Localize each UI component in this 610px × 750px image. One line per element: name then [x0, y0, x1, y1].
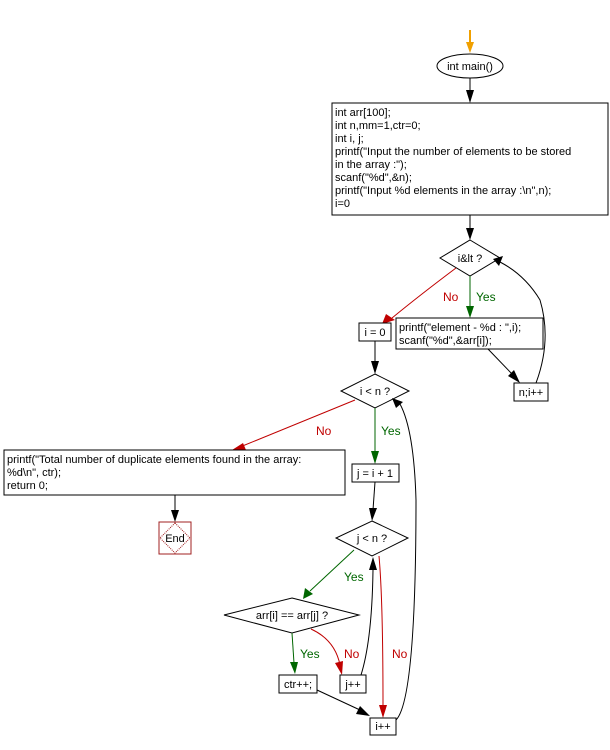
decision-outer-loop[interactable]: i < n ? — [339, 373, 411, 409]
decision-outer-label: i < n ? — [360, 386, 390, 398]
decision-equal-check[interactable]: arr[i] == arr[j] ? — [223, 597, 361, 634]
yes-label: Yes — [300, 647, 320, 661]
decision-input-label: i&lt ? — [458, 253, 482, 265]
edge-outer-no: No — [232, 399, 356, 450]
read-element-box[interactable]: printf("element - %d : ",i); scanf("%d",… — [395, 317, 544, 350]
init-code: int arr[100]; int n,mm=1,ctr=0; int i, j… — [335, 107, 574, 210]
decision-inner-loop[interactable]: j < n ? — [334, 520, 410, 557]
end-label: End — [165, 533, 185, 545]
increment-input-box[interactable]: n;i++ — [513, 382, 549, 402]
reset-i-box[interactable]: i = 0 — [358, 322, 392, 342]
increment-ctr-label: ctr++; — [284, 679, 312, 691]
print-total-code: printf("Total number of duplicate elemen… — [7, 454, 304, 492]
init-process-box[interactable]: int arr[100]; int n,mm=1,ctr=0; int i, j… — [331, 102, 609, 216]
edge-inner-yes: Yes — [303, 549, 364, 599]
increment-i-label: i++ — [375, 721, 390, 733]
end-node[interactable]: End — [158, 521, 192, 555]
edge-outer-yes: Yes — [371, 408, 401, 464]
read-element-code: printf("element - %d : ",i); scanf("%d",… — [399, 322, 524, 347]
edge-inner-no: No — [378, 555, 408, 718]
entry-arrow — [466, 30, 474, 53]
increment-j-label: j++ — [344, 679, 360, 691]
set-j-label: j = i + 1 — [356, 468, 393, 480]
no-label: No — [443, 290, 459, 304]
decision-equal-label: arr[i] == arr[j] ? — [256, 610, 328, 622]
increment-i-box[interactable]: i++ — [369, 717, 397, 736]
increment-j-box[interactable]: j++ — [339, 674, 367, 694]
edge-read-inc — [487, 348, 520, 383]
edge-ctr-inc-i — [316, 689, 370, 716]
yes-label: Yes — [344, 570, 364, 584]
yes-label: Yes — [476, 290, 496, 304]
start-node[interactable]: int main() — [436, 53, 504, 79]
edge-inc-i-loop — [392, 398, 417, 721]
start-label: int main() — [447, 61, 493, 73]
edge-equal-no: No — [310, 628, 360, 675]
edge-init-cond-input — [466, 215, 474, 240]
edge-set-j-cond-j — [369, 481, 377, 521]
no-label: No — [344, 647, 360, 661]
decision-input-loop[interactable]: i&lt ? — [439, 239, 501, 277]
edge-start-init — [466, 78, 474, 103]
print-total-box[interactable]: printf("Total number of duplicate elemen… — [3, 449, 346, 496]
decision-inner-label: j < n ? — [356, 533, 387, 545]
edge-equal-yes: Yes — [290, 632, 320, 674]
increment-ctr-box[interactable]: ctr++; — [278, 674, 318, 694]
no-label: No — [392, 647, 408, 661]
edge-inc-loop-back — [493, 256, 546, 384]
edge-inc-j-loop — [360, 557, 377, 676]
edge-reset-cond-i — [371, 341, 379, 374]
edge-print-end — [171, 495, 179, 522]
increment-input-label: n;i++ — [519, 387, 543, 399]
no-label: No — [316, 424, 332, 438]
yes-label: Yes — [381, 424, 401, 438]
reset-i-label: i = 0 — [364, 327, 385, 339]
set-j-box[interactable]: j = i + 1 — [351, 463, 400, 483]
edge-input-no: No — [382, 267, 459, 324]
edge-input-yes: Yes — [466, 276, 496, 318]
